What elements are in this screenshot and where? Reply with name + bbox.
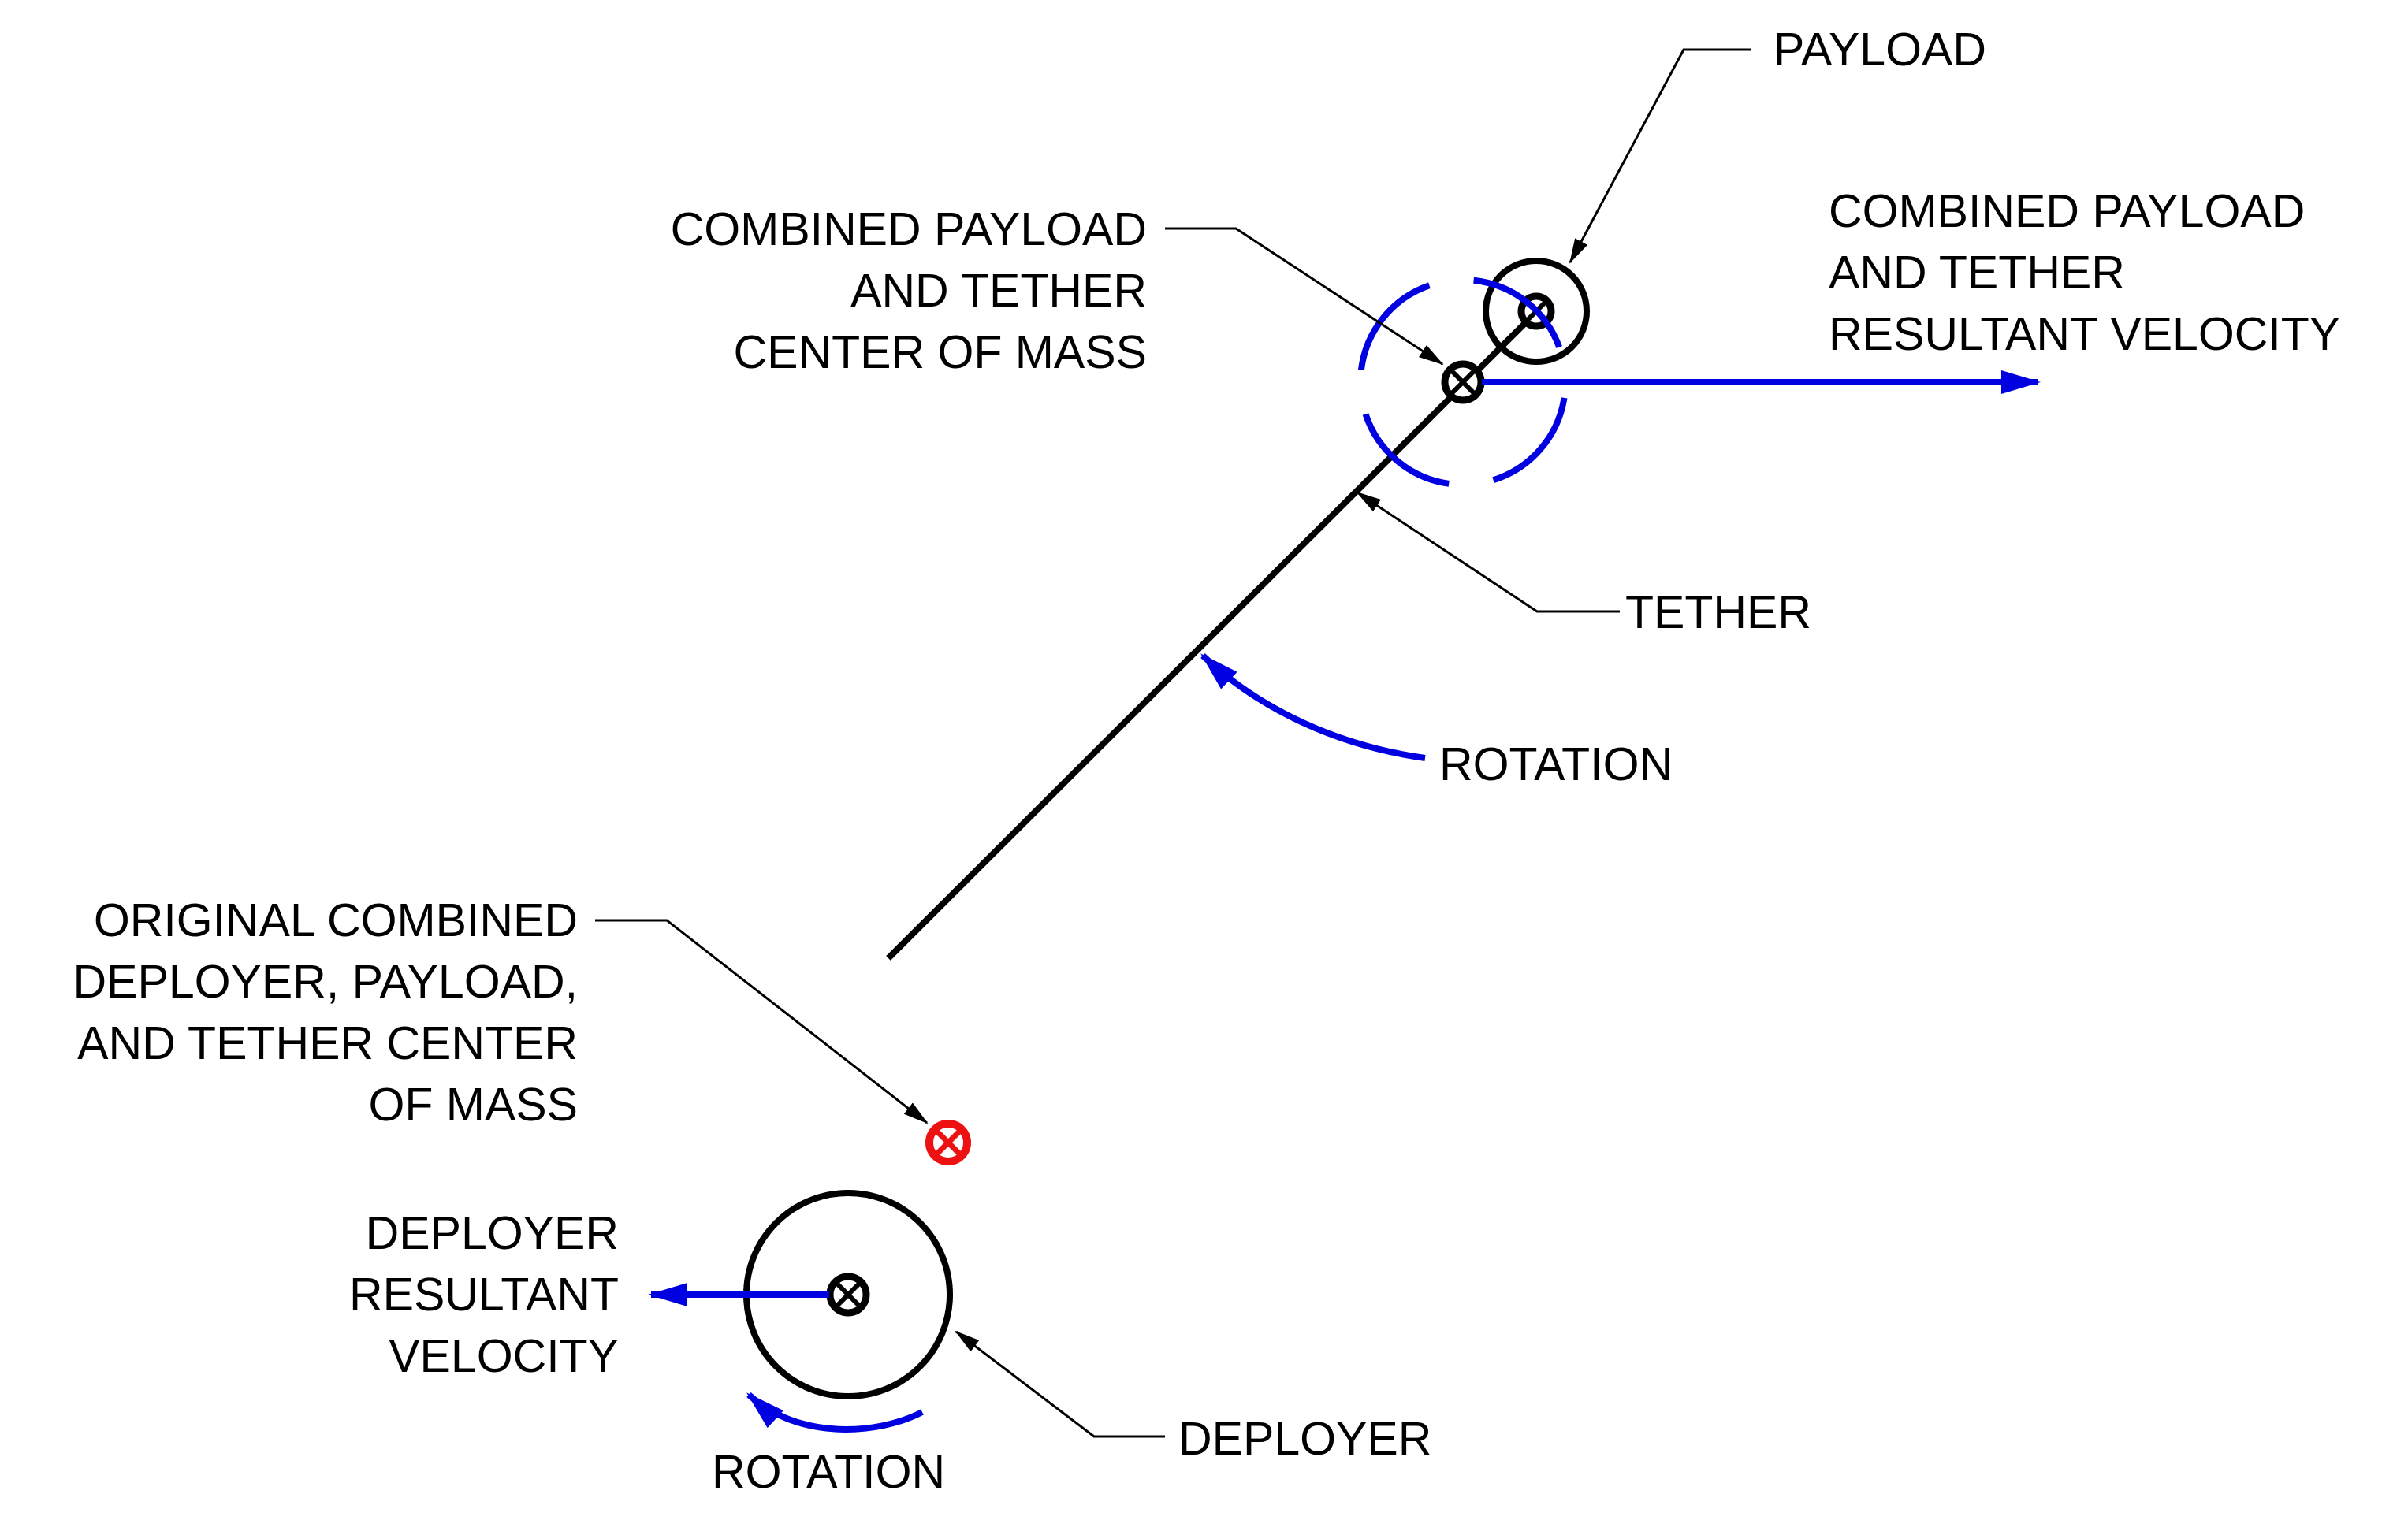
combined-velocity-label-line-2: AND TETHER	[1829, 247, 2125, 299]
original-com-label-line-2: DEPLOYER, PAYLOAD,	[73, 956, 578, 1008]
payload-label: PAYLOAD	[1773, 24, 1986, 76]
combined-com-label-line-1: COMBINED PAYLOAD	[671, 203, 1147, 255]
tether-leader-line	[1356, 491, 1620, 613]
deployer-label: DEPLOYER	[1178, 1413, 1431, 1465]
deployer-center-symbol	[826, 1273, 870, 1317]
combined-com-label-line-2: AND TETHER	[850, 265, 1147, 317]
original-com-leader-line	[595, 919, 929, 1124]
combined-com-symbol	[1441, 360, 1485, 404]
tether-line	[886, 309, 1539, 961]
original-com-label-line-1: ORIGINAL COMBINED	[94, 894, 578, 946]
deployer-rotation-arrow	[746, 1392, 924, 1433]
combined-velocity-label-line-1: COMBINED PAYLOAD	[1829, 185, 2305, 237]
original-com-symbol	[925, 1120, 971, 1165]
deployer-velocity-label-line-3: VELOCITY	[389, 1330, 619, 1382]
payload-leader-line	[1569, 48, 1751, 264]
deployer-velocity-label-line-1: DEPLOYER	[366, 1207, 619, 1259]
original-com-label-line-3: AND TETHER CENTER	[77, 1017, 578, 1069]
deployer-leader-line	[955, 1330, 1165, 1438]
tether-rotation-arrow	[1200, 653, 1426, 761]
tether-label: TETHER	[1625, 586, 1811, 638]
combined-velocity-label-line-3: RESULTANT VELOCITY	[1829, 308, 2340, 360]
combined-com-label-line-3: CENTER OF MASS	[734, 326, 1148, 378]
combined-com-leader-line	[1165, 227, 1444, 366]
payload-circle	[1483, 258, 1590, 365]
original-com-label-line-4: OF MASS	[368, 1079, 578, 1131]
tether-rotation-label: ROTATION	[1439, 738, 1673, 790]
deployer-rotation-label: ROTATION	[712, 1446, 945, 1498]
deployer-velocity-label-line-2: RESULTANT	[349, 1269, 619, 1321]
